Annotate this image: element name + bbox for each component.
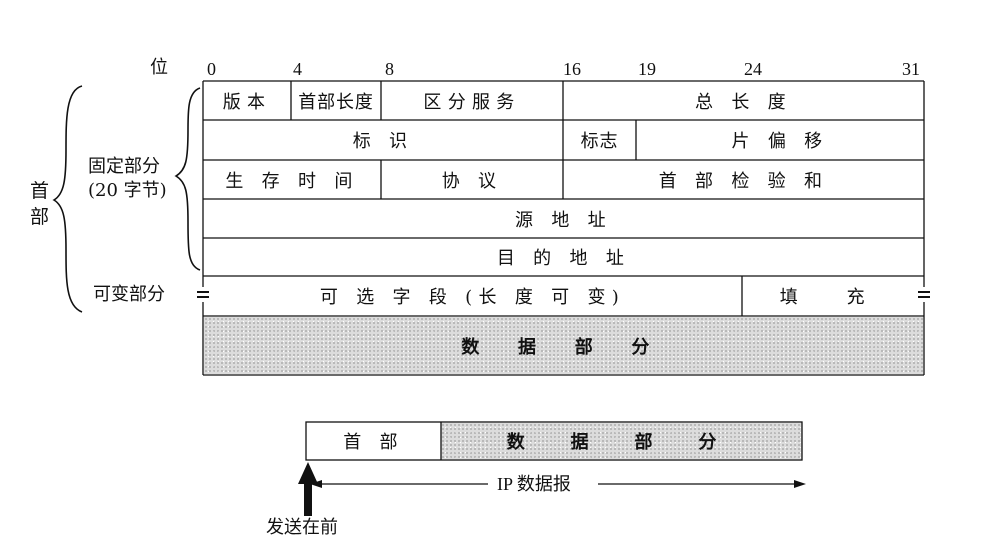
field-destination-address: 目 的 地 址	[496, 248, 631, 269]
field-padding: 填 充	[779, 287, 887, 308]
send-first-label: 发送在前	[266, 517, 338, 538]
field-data-part: 数 据 部 分	[461, 336, 666, 358]
fixed-size-label: (20 字节)	[88, 180, 167, 201]
field-source-address: 源 地 址	[515, 209, 612, 231]
ip-datagram-label: IP 数据报	[497, 474, 571, 494]
bit-position-8: 8	[385, 59, 394, 79]
bit-position-16: 16	[563, 59, 581, 79]
field-protocol: 协 议	[441, 170, 503, 192]
header-label: 首部	[30, 180, 50, 228]
field-fragment-offset: 片 偏 移	[731, 131, 829, 152]
bit-axis-label: 位	[150, 57, 168, 78]
field-time-to-live: 生 存 时 间	[225, 170, 359, 192]
bit-position-0: 0	[207, 59, 216, 79]
field-version: 版本	[222, 91, 272, 113]
field-header-checksum: 首 部 检 验 和	[658, 170, 829, 192]
bit-position-31: 31	[902, 59, 920, 79]
bit-position-19: 19	[638, 59, 656, 79]
datagram-header: 首 部	[343, 432, 404, 453]
field-identification: 标 识	[352, 131, 414, 152]
datagram-data-background	[441, 423, 802, 459]
bit-position-4: 4	[293, 59, 302, 79]
fixed-part-label: 固定部分	[88, 156, 160, 177]
bit-position-24: 24	[744, 59, 762, 79]
send-first-arrow-icon	[298, 462, 318, 516]
field-total-length: 总 长 度	[695, 91, 792, 113]
variable-part-label: 可变部分	[93, 284, 165, 305]
field-differentiated-services: 区分服务	[423, 91, 521, 113]
field-options: 可 选 字 段 (长 度 可 变)	[319, 287, 626, 308]
data-part-background	[204, 317, 923, 374]
datagram-data-part: 数 据 部 分	[506, 432, 737, 453]
field-header-length: 首部长度	[298, 91, 374, 113]
field-flags: 标志	[580, 131, 619, 152]
